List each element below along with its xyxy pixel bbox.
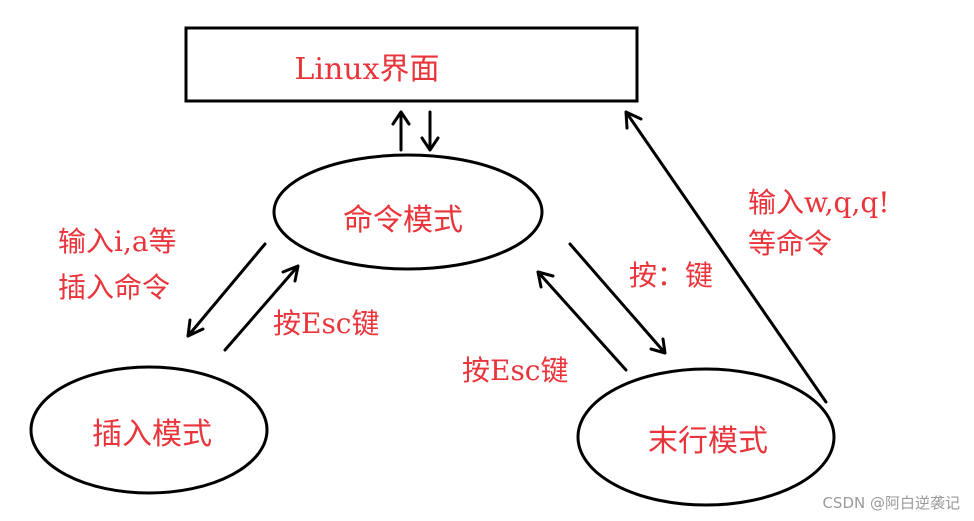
watermark-text: CSDN @阿白逆袭记	[822, 494, 960, 512]
lastline-to-linux-label-line1: 输入w,q,q!	[748, 186, 890, 219]
insert-to-command-label: 按Esc键	[273, 307, 380, 340]
insert-mode-label: 插入模式	[92, 417, 212, 452]
arrow-insert-to-command	[223, 264, 300, 352]
insert-mode-node	[29, 365, 269, 495]
lastline-mode-label: 末行模式	[648, 424, 768, 459]
arrow-lastline-to-linux	[624, 110, 828, 404]
arrow-lastline-to-command	[536, 270, 628, 372]
lastline-mode-node	[576, 367, 836, 507]
lastline-to-linux-label-line2: 等命令	[748, 227, 832, 260]
linux-screen-label: Linux界面	[294, 52, 439, 87]
command-to-insert-label-line2: 插入命令	[58, 271, 170, 304]
arrow-command-to-lastline	[568, 242, 667, 355]
command-mode-label: 命令模式	[343, 203, 463, 238]
arrow-linux-to-command	[420, 110, 440, 152]
command-to-insert-label-line1: 输入i,a等	[58, 225, 177, 258]
command-to-lastline-label: 按：键	[629, 259, 713, 292]
arrow-command-to-insert	[186, 242, 267, 338]
arrow-command-to-linux	[391, 110, 411, 152]
linux-screen-box	[184, 26, 639, 103]
lastline-to-command-label: 按Esc键	[462, 354, 569, 387]
command-mode-node	[272, 153, 544, 271]
